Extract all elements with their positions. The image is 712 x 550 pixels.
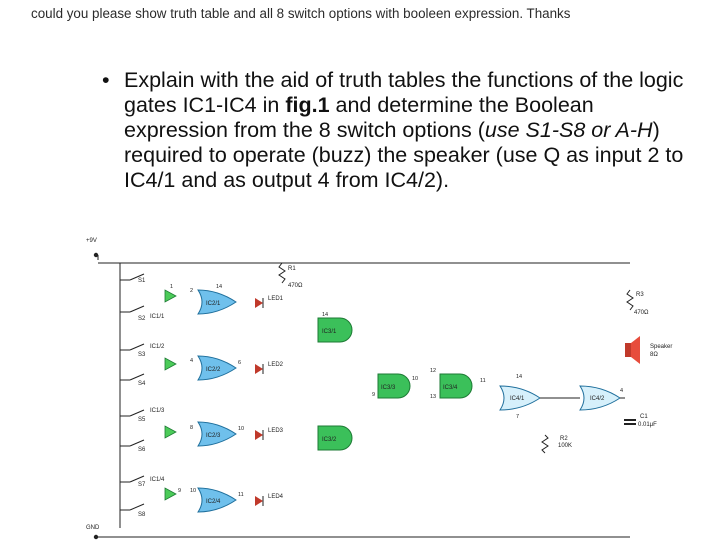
svg-text:4: 4 — [620, 388, 623, 394]
switch-s3: S3 — [120, 343, 146, 358]
ic1-2-buffer: IC1/2 4 — [150, 344, 193, 371]
ground-terminal — [93, 534, 99, 540]
svg-text:IC2/1: IC2/1 — [206, 301, 221, 307]
switch-s6: S6 — [120, 439, 146, 453]
svg-text:14: 14 — [322, 312, 328, 318]
ic1-4-buffer: IC1/4 9 10 — [150, 477, 196, 501]
led4: LED4 — [255, 494, 284, 506]
ic3-2-and-gate: IC3/2 — [317, 425, 353, 451]
ic2-4-or-gate: IC2/4 11 — [197, 487, 244, 513]
svg-text:12: 12 — [430, 368, 436, 374]
switch-hint: use S1-S8 or A-H — [484, 118, 653, 142]
ic3-4-and-gate: IC3/4 12 13 11 — [430, 368, 486, 400]
switch-s4: S4 — [120, 373, 146, 387]
ic2-3-or-gate: IC2/3 10 — [197, 421, 244, 447]
svg-text:10: 10 — [412, 376, 418, 382]
svg-text:IC1/4: IC1/4 — [150, 477, 165, 483]
switch-s5: S5 — [120, 409, 146, 423]
svg-text:LED3: LED3 — [268, 428, 284, 434]
resistor-r3: R3 470Ω — [626, 289, 649, 316]
svg-text:Speaker: Speaker — [650, 344, 672, 350]
svg-text:S5: S5 — [138, 417, 146, 423]
svg-text:IC4/1: IC4/1 — [510, 396, 525, 402]
svg-text:100K: 100K — [558, 443, 572, 449]
svg-text:IC2/4: IC2/4 — [206, 499, 221, 505]
switch-s2: S2 — [120, 305, 146, 322]
svg-text:14: 14 — [216, 284, 222, 290]
svg-text:6: 6 — [238, 360, 241, 366]
svg-text:IC2/3: IC2/3 — [206, 433, 221, 439]
svg-text:R1: R1 — [288, 266, 296, 272]
svg-text:10: 10 — [238, 426, 244, 432]
svg-text:S7: S7 — [138, 482, 146, 488]
svg-text:S1: S1 — [138, 278, 146, 284]
supply-terminal — [93, 252, 99, 258]
svg-text:11: 11 — [480, 378, 486, 384]
svg-text:9: 9 — [178, 488, 181, 494]
ic3-1-and-gate: IC3/1 14 — [317, 312, 353, 343]
svg-text:IC3/4: IC3/4 — [443, 385, 458, 391]
svg-text:13: 13 — [430, 394, 436, 400]
ic2-1-or-gate: IC2/1 14 — [197, 284, 237, 315]
led3: LED3 — [255, 428, 284, 440]
svg-text:IC2/2: IC2/2 — [206, 367, 221, 373]
ic4-2-nand-gate: IC4/2 4 — [579, 385, 623, 411]
svg-text:S6: S6 — [138, 447, 146, 453]
svg-text:C1: C1 — [640, 414, 648, 420]
svg-text:IC4/2: IC4/2 — [590, 396, 605, 402]
ground-label: GND — [86, 525, 100, 531]
svg-text:470Ω: 470Ω — [288, 283, 303, 289]
svg-text:IC3/2: IC3/2 — [322, 437, 337, 443]
speaker: Speaker 8Ω — [625, 336, 672, 364]
svg-text:R3: R3 — [636, 292, 644, 298]
svg-text:IC1/1: IC1/1 — [150, 314, 165, 320]
svg-text:S4: S4 — [138, 381, 146, 387]
svg-text:R2: R2 — [560, 436, 568, 442]
svg-text:1: 1 — [170, 284, 173, 290]
fig-reference: fig.1 — [285, 93, 330, 117]
bullet-symbol: • — [102, 68, 110, 92]
led1: LED1 — [255, 296, 284, 308]
svg-text:LED2: LED2 — [268, 362, 284, 368]
svg-text:8: 8 — [190, 425, 193, 431]
svg-text:S2: S2 — [138, 316, 146, 322]
resistor-r1: R1 470Ω — [278, 262, 303, 289]
circuit-diagram: +9V GND S1 S2 S3 S4 S5 S6 S7 S8 IC1/112 … — [86, 238, 672, 540]
svg-text:IC1/2: IC1/2 — [150, 344, 165, 350]
svg-text:IC3/1: IC3/1 — [322, 329, 337, 335]
led2: LED2 — [255, 362, 284, 374]
svg-text:0.01μF: 0.01μF — [638, 422, 657, 428]
question-text: could you please show truth table and al… — [31, 6, 571, 21]
svg-text:IC1/3: IC1/3 — [150, 408, 165, 414]
svg-text:7: 7 — [516, 414, 519, 420]
switch-s7: S7 — [120, 475, 146, 488]
svg-text:S8: S8 — [138, 512, 146, 518]
svg-text:470Ω: 470Ω — [634, 310, 649, 316]
switch-s8: S8 — [120, 503, 146, 518]
assignment-text: Explain with the aid of truth tables the… — [124, 68, 684, 192]
supply-label: +9V — [86, 238, 97, 244]
svg-text:9: 9 — [372, 392, 375, 398]
capacitor-c1: C1 0.01μF — [624, 414, 657, 428]
svg-text:S3: S3 — [138, 352, 146, 358]
svg-text:IC3/3: IC3/3 — [381, 385, 396, 391]
svg-text:11: 11 — [238, 492, 244, 498]
ic4-1-nand-gate: IC4/1 14 7 — [499, 374, 541, 420]
ic3-3-and-gate: IC3/3 9 10 — [372, 373, 418, 399]
svg-text:2: 2 — [190, 288, 193, 294]
svg-text:LED4: LED4 — [268, 494, 284, 500]
ic1-3-buffer: IC1/3 8 — [150, 408, 193, 439]
ic1-1-buffer: IC1/1 1 2 — [150, 284, 193, 320]
switch-s1: S1 — [120, 273, 146, 284]
ic2-2-or-gate: IC2/2 6 — [197, 355, 241, 381]
svg-text:14: 14 — [516, 374, 522, 380]
svg-text:LED1: LED1 — [268, 296, 284, 302]
svg-text:8Ω: 8Ω — [650, 352, 658, 358]
svg-text:4: 4 — [190, 358, 193, 364]
svg-text:10: 10 — [190, 488, 196, 494]
